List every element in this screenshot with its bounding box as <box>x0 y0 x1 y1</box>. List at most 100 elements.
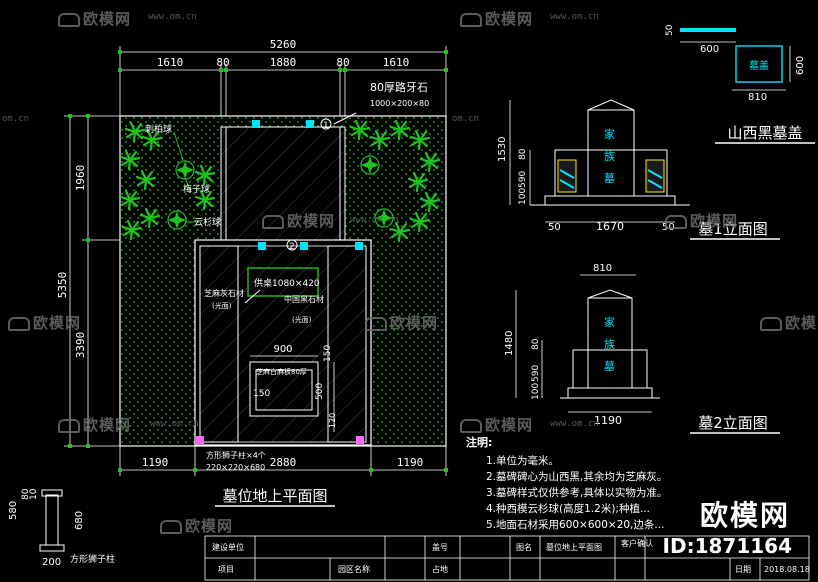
elev1-char-3: 墓 <box>604 172 615 185</box>
note-3: 3.墓碑样式仅供参考,具体以实物为准。 <box>486 486 667 499</box>
title-block-text: 建设单位 盖号 图名 墓位地上平面图 客户确认 项目 园区名称 占地 日期 20… <box>212 538 810 574</box>
watermark: 欧模网 <box>760 312 818 333</box>
pillar-note: 方形狮子柱×4个 <box>206 450 266 460</box>
dim-900: 900 <box>273 344 292 355</box>
watermark: 欧模网 <box>460 8 533 29</box>
watermark: 欧模网 <box>365 312 438 333</box>
dim-top-seg-4: 80 <box>336 56 349 69</box>
tb-drawing-name: 墓位地上平面图 <box>546 542 602 552</box>
side-stone-right-sub: (光面) <box>292 315 312 324</box>
pillar-detail-label: 方形狮子柱 <box>70 553 115 565</box>
dim-150: 150 <box>323 345 333 362</box>
side-stone-right-label: 中国黑石材 <box>284 294 324 304</box>
dim-left-lower: 3390 <box>74 332 87 359</box>
elev2-char-3: 墓 <box>604 360 615 373</box>
dim-120: 120 <box>328 413 337 428</box>
elev1-title: 墓1立面图 <box>698 220 768 238</box>
dim-top-total: 5260 <box>270 38 297 51</box>
dim-bottom-3: 1190 <box>397 456 424 469</box>
watermark: 欧模网 <box>8 312 81 333</box>
watermark: 欧模网 <box>58 8 131 29</box>
elev2-h-590: 590 <box>531 365 541 382</box>
note-1: 1.单位为毫米。 <box>486 454 559 467</box>
note-2: 2.墓碑碑心为山西黑,其余均为芝麻灰。 <box>486 470 667 483</box>
id-badge-brand: 欧模网 <box>699 499 790 532</box>
elevation-1: 家 族 墓 1530 100 590 80 50 1670 50 墓1立面图 <box>497 99 780 240</box>
plant-label-2: 梅子球 <box>183 183 210 195</box>
sofa-icon <box>460 418 482 433</box>
tb-construction-unit: 建设单位 <box>212 542 244 552</box>
watermark-url: www.om.cn <box>350 215 399 225</box>
plan-title: 墓位地上平面图 <box>222 487 327 505</box>
note-5: 5.地面石材采用600×600×20,边条... <box>486 518 664 531</box>
tb-project: 项目 <box>218 565 234 574</box>
tb-grave-number: 盖号 <box>432 542 448 552</box>
sofa-icon <box>365 316 387 331</box>
lid-dim-600h: 600 <box>795 56 806 75</box>
plant-label-3: 云杉球 <box>194 216 221 228</box>
lid-detail: 50 600 墓盖 600 810 山西黑墓盖 <box>665 24 815 144</box>
elev1-h-100: 100 <box>518 188 528 205</box>
lid-text: 墓盖 <box>749 59 769 72</box>
path-label: 80厚路牙石 <box>370 81 428 94</box>
side-stone-right <box>327 245 367 443</box>
sofa-icon <box>760 316 782 331</box>
side-stone-left-sub: (光面) <box>212 301 232 310</box>
tb-area: 占地 <box>432 564 448 574</box>
watermark: 欧模网 <box>262 210 335 231</box>
sofa-icon <box>665 214 687 229</box>
side-stone-left-label: 芝麻灰石材 <box>204 288 244 298</box>
section-mark-1: 1 <box>323 121 329 131</box>
pillar-dim-200: 200 <box>42 557 61 568</box>
dim-top-seg-1: 1610 <box>157 56 184 69</box>
tb-client-confirm: 客户确认 <box>621 538 653 548</box>
lid-title: 山西黑墓盖 <box>727 124 802 142</box>
lid-dim-50: 50 <box>665 24 675 36</box>
tb-drawing-name-label: 图名 <box>516 542 532 552</box>
tb-date: 2018.08.18 <box>764 565 810 574</box>
elev2-title: 墓2立面图 <box>698 414 768 432</box>
plan-outline <box>119 115 447 447</box>
path-size: 1000×200×80 <box>370 99 429 108</box>
elev1-h-590: 590 <box>518 171 528 188</box>
watermark: 欧模网 <box>58 414 131 435</box>
elev1-w-1670: 1670 <box>596 220 624 233</box>
dim-bottom-1: 1190 <box>142 456 169 469</box>
sofa-icon <box>160 519 182 534</box>
elevation-2: 810 家 族 墓 1480 100 590 80 1190 墓2立面图 <box>504 263 780 434</box>
elev2-w: 1190 <box>594 414 622 427</box>
elev1-char-2: 族 <box>604 149 615 163</box>
dim-top-seg-2: 80 <box>216 56 229 69</box>
notes-heading: 注明: <box>466 435 492 449</box>
watermark-url: om.cn <box>2 114 30 124</box>
pillar-dim-80: 80 <box>21 488 31 500</box>
watermark-url: om.cn <box>452 114 480 124</box>
elev1-h-80: 80 <box>518 148 528 160</box>
watermark-url: www.om.cn <box>550 12 599 22</box>
dim-top-seg-5: 1610 <box>383 56 410 69</box>
watermark-url: www.om.cn <box>150 419 199 429</box>
dim-left-upper: 1960 <box>74 165 87 192</box>
pillar-dim-10: 10 <box>29 488 39 500</box>
sofa-icon <box>262 214 284 229</box>
elev2-h-80: 80 <box>531 338 541 350</box>
plant-label-1: 刺柏球 <box>145 123 172 135</box>
dim-150b: 150 <box>253 389 270 399</box>
elev1-h-total: 1530 <box>497 137 508 162</box>
sofa-icon <box>58 12 80 27</box>
watermark: 欧模网 <box>665 210 738 231</box>
altar-table <box>247 267 319 297</box>
elev2-char-2: 族 <box>604 337 615 351</box>
pillar-detail: 580 80 10 680 200 方形狮子柱 <box>8 488 115 568</box>
section-mark-2: 2 <box>289 242 295 252</box>
elev2-h-total: 1480 <box>504 331 515 356</box>
dim-left-total: 5350 <box>56 272 69 299</box>
elev1-w-50a: 50 <box>548 222 561 233</box>
elev1-char-1: 家 <box>604 127 615 141</box>
id-badge: ID:1871164 <box>662 534 792 558</box>
altar-table-label: 供桌1080×420 <box>254 277 320 289</box>
note-4: 4.种西模云杉球(高度1.2米);种植... <box>486 502 650 515</box>
elev2-h-100: 100 <box>531 383 541 400</box>
tb-date-label: 日期 <box>735 565 751 574</box>
